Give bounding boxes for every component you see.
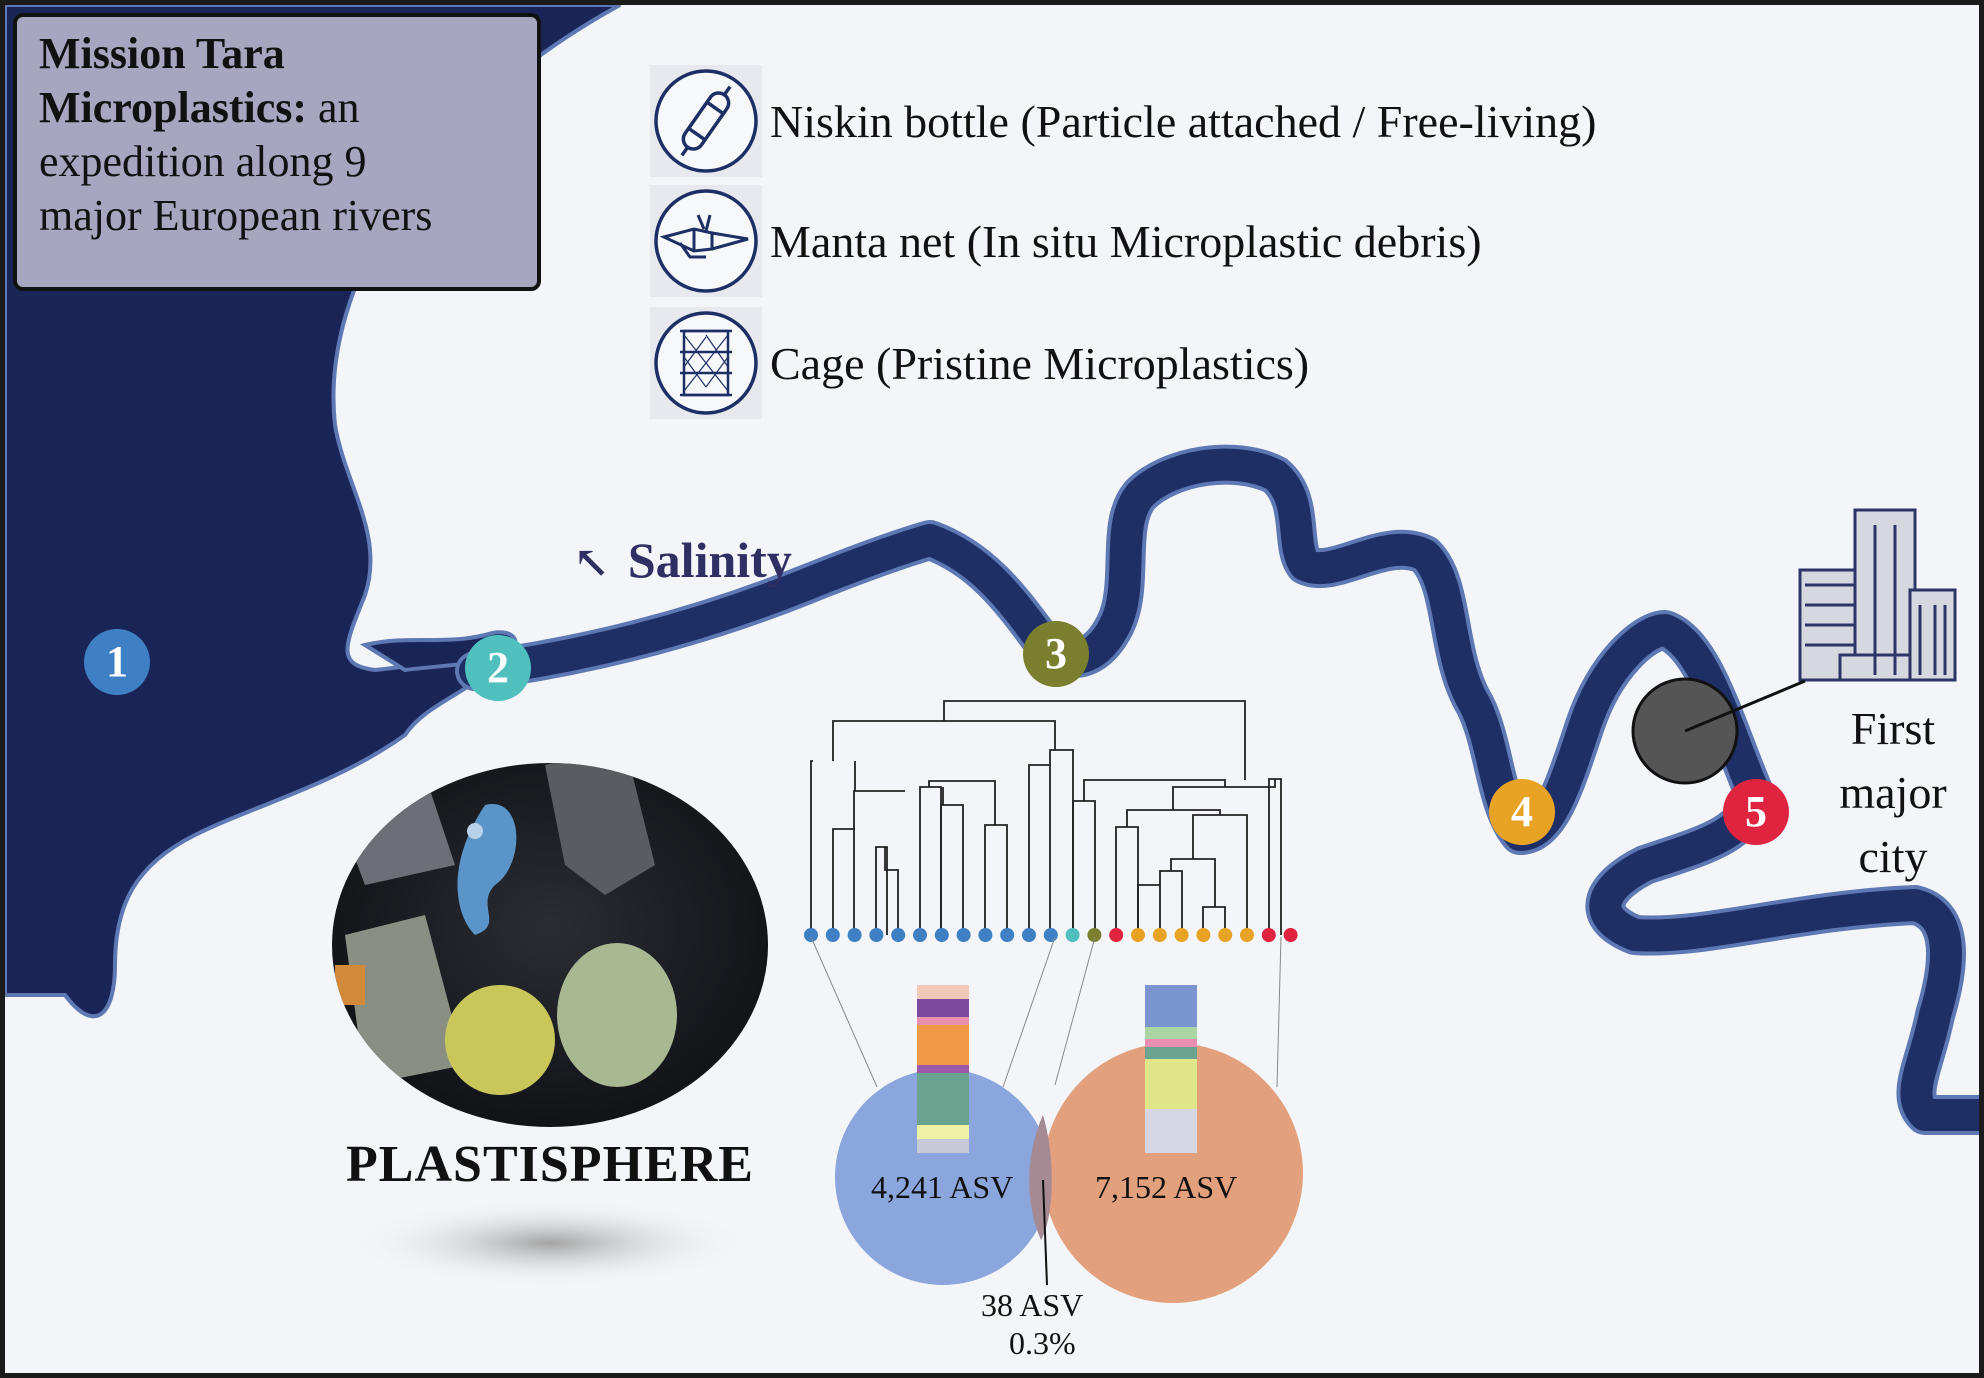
dendrogram-leaves xyxy=(804,928,1298,942)
legend-row-niskin: Niskin bottle (Particle attached / Free-… xyxy=(650,65,1596,177)
stacked-bar-right xyxy=(1145,985,1197,1153)
title-line3: expedition along 9 xyxy=(39,137,367,186)
legend-label-cage: Cage (Pristine Microplastics) xyxy=(770,337,1310,389)
legend-label-manta: Manta net (In situ Microplastic debris) xyxy=(770,215,1482,267)
dendrogram-leaf xyxy=(825,928,840,942)
dendrogram-leaf xyxy=(1174,928,1189,942)
overlap-pointer xyxy=(1042,1179,1048,1286)
venn-overlap-label: 38 ASV xyxy=(981,1287,1084,1323)
venn-left-label: 4,241 ASV xyxy=(871,1169,1014,1205)
dendrogram-leaf xyxy=(934,928,949,942)
venn-right-label: 7,152 ASV xyxy=(1095,1169,1238,1205)
legend-label-niskin: Niskin bottle (Particle attached / Free-… xyxy=(770,95,1597,147)
salinity-annotation: ↖ Salinity xyxy=(573,531,792,589)
stacked-bar-left xyxy=(917,985,969,1153)
city-label-line3: city xyxy=(1858,831,1928,882)
river-core xyxy=(459,448,1979,1131)
dendrogram-leaf xyxy=(1022,928,1036,942)
dendrogram-leaf xyxy=(1196,928,1211,942)
title-bold-line2: Microplastics: xyxy=(39,83,308,132)
city-label-line1: First xyxy=(1850,703,1936,754)
venn-connectors xyxy=(810,936,1282,1088)
niskin-bottle-icon xyxy=(650,65,762,177)
venn-left-circle xyxy=(835,1069,1051,1285)
venn-overlap-percent: 0.3% xyxy=(1009,1325,1076,1361)
plastisphere-photo xyxy=(332,763,768,1127)
dendrogram-leaf xyxy=(1000,928,1015,942)
title-line4: major European rivers xyxy=(39,191,433,240)
title-rest-line2: an xyxy=(307,83,360,132)
site-badge-5: 5 xyxy=(1723,779,1789,845)
cage-icon xyxy=(650,307,762,419)
city-label: First major city xyxy=(1803,697,1979,889)
plastisphere-label: PLASTISPHERE xyxy=(346,1136,754,1193)
dendrogram-leaf xyxy=(1152,928,1167,942)
title-bold-line1: Mission Tara xyxy=(39,29,285,78)
dendrogram-leaf xyxy=(1087,928,1102,942)
city-label-line2: major xyxy=(1839,767,1947,818)
site-badge-3: 3 xyxy=(1023,621,1089,687)
dendrogram-leaf xyxy=(1283,928,1298,942)
city-buildings-icon xyxy=(1798,508,1957,682)
legend-row-cage: Cage (Pristine Microplastics) xyxy=(650,307,1309,419)
dendrogram-leaf xyxy=(1065,928,1080,942)
dendrogram-leaf xyxy=(847,928,862,942)
dendrogram-leaf xyxy=(1131,928,1145,942)
dendrogram-leaf xyxy=(1261,928,1276,942)
salinity-arrow-icon: ↖ xyxy=(573,538,610,587)
dendrogram-leaf xyxy=(1240,928,1254,942)
city-pointer xyxy=(1684,679,1806,733)
photo-shadow xyxy=(350,1199,750,1287)
venn-overlap xyxy=(1029,1115,1052,1240)
legend-row-manta: Manta net (In situ Microplastic debris) xyxy=(650,185,1482,297)
dendrogram-leaf xyxy=(891,928,906,942)
dendrogram-leaf xyxy=(869,928,884,942)
dendrogram-leaf xyxy=(1218,928,1233,942)
manta-net-icon xyxy=(650,185,762,297)
site-badge-2: 2 xyxy=(465,635,531,701)
dendrogram-leaf xyxy=(956,928,971,942)
dendrogram-leaf xyxy=(913,928,927,942)
venn-right-circle xyxy=(1043,1043,1303,1303)
dendrogram-leaf xyxy=(804,928,818,942)
dendrogram-leaf xyxy=(1109,928,1124,942)
site-badge-4: 4 xyxy=(1489,779,1555,845)
title-box: Mission Tara Microplastics: an expeditio… xyxy=(13,13,541,291)
site-badge-1: 1 xyxy=(84,629,150,695)
dendrogram-leaf xyxy=(1043,928,1058,942)
salinity-label: Salinity xyxy=(627,532,792,588)
dendrogram-leaf xyxy=(978,928,993,942)
dendrogram xyxy=(810,700,1282,935)
